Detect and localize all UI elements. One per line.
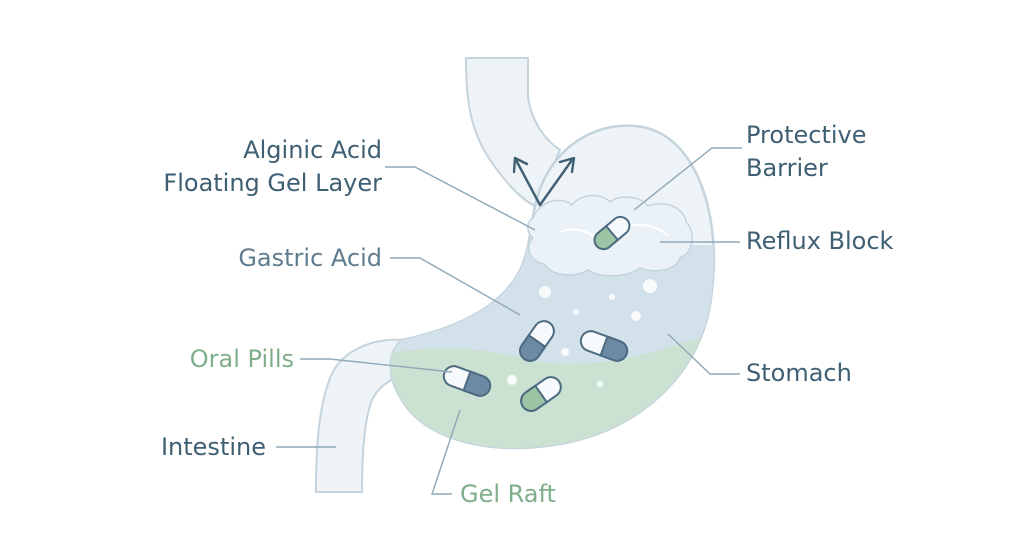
label-oral-pills: Oral Pills [189, 345, 294, 373]
leader-protective-barrier [633, 147, 742, 211]
label-alginic-acid-line-1: Alginic Acid [243, 136, 382, 164]
leader-stomach [667, 333, 740, 375]
leader-alginic-acid [385, 166, 536, 231]
label-protective-barrier: Protective Barrier [746, 119, 867, 185]
label-protective-barrier-line-1: Protective [746, 121, 867, 149]
label-intestine: Intestine [160, 433, 266, 461]
reflux-arrows-icon [512, 156, 576, 207]
label-alginic-acid-line-2: Floating Gel Layer [163, 169, 382, 197]
leader-gastric-acid [390, 257, 521, 316]
label-gel-raft: Gel Raft [460, 480, 556, 508]
intestine-tube [314, 338, 407, 493]
label-stomach: Stomach [746, 359, 852, 387]
label-alginic-acid: Alginic Acid Floating Gel Layer [163, 134, 382, 200]
esophagus-tube [464, 57, 562, 208]
label-gastric-acid: Gastric Acid [238, 244, 382, 272]
bubble-icon [507, 279, 657, 387]
leader-gel-raft [431, 409, 461, 495]
leader-oral-pills [300, 358, 453, 373]
label-protective-barrier-line-2: Barrier [746, 154, 828, 182]
pill-icon [442, 215, 631, 412]
label-reflux-block: Reflux Block [746, 227, 894, 255]
